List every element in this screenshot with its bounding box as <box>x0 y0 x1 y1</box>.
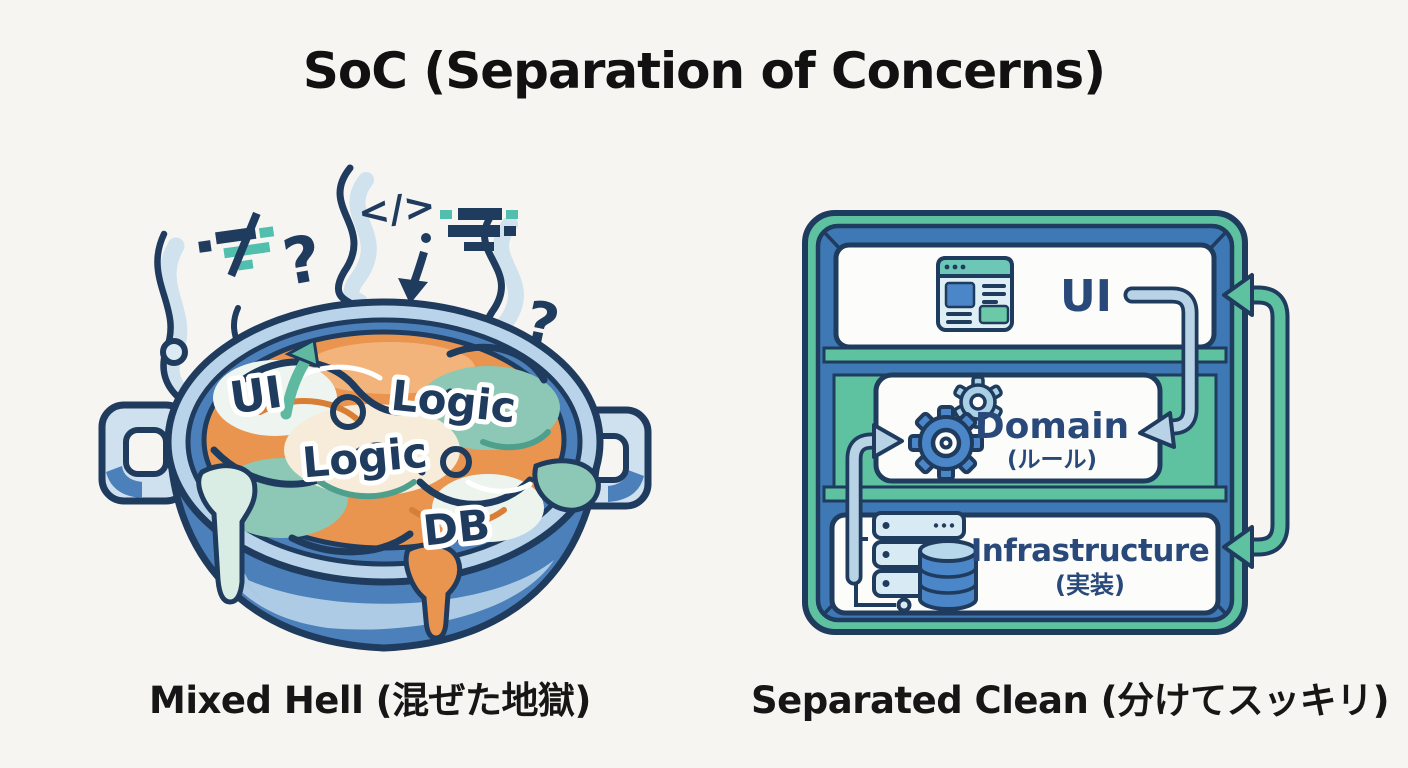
layer-box-ui <box>833 242 1217 350</box>
code-tag-icon: </> <box>356 183 438 235</box>
arrow-ui-to-domain <box>1123 286 1199 449</box>
question-mark: ? <box>278 222 327 301</box>
stir-arrow-icon <box>280 337 320 420</box>
mixed-pot-illustration: </> ? ? <box>98 164 652 652</box>
stew-drip <box>403 542 463 641</box>
arrow-outer-loop <box>1222 273 1290 569</box>
page-title: SoC (Separation of Concerns) <box>302 42 1106 100</box>
layers-diagram: UI Domain (ルール) Infrastructure (実装) <box>802 210 1290 635</box>
layer-label-ui: UI <box>1060 271 1112 322</box>
down-arrow-icon <box>398 233 431 304</box>
layer-label-domain: Domain <box>975 406 1129 447</box>
stew <box>164 298 604 641</box>
gears-icon <box>908 375 1003 481</box>
separated-clean-caption: Separated Clean (分けてスッキリ) <box>751 679 1390 722</box>
arrow-infra-to-domain <box>845 423 904 586</box>
server-database-icon <box>854 511 978 613</box>
stew-label-db: DB <box>421 500 493 556</box>
layer-label-infrastructure: Infrastructure <box>971 533 1210 569</box>
code-fragment-icon <box>440 208 518 251</box>
mixed-hell-caption: Mixed Hell (混ぜた地獄) <box>149 679 591 722</box>
stew-spill <box>532 458 601 513</box>
layer-sublabel-domain: (ルール) <box>1007 447 1097 473</box>
layer-sublabel-infrastructure: (実装) <box>1055 571 1125 599</box>
code-fragment-icon <box>198 211 275 278</box>
browser-icon <box>936 256 1014 332</box>
bubble-icon <box>160 338 188 366</box>
stew-label-ui: UI <box>227 367 286 425</box>
stew-label-logic-top: Logic <box>389 371 518 433</box>
stew-drip <box>196 463 258 605</box>
